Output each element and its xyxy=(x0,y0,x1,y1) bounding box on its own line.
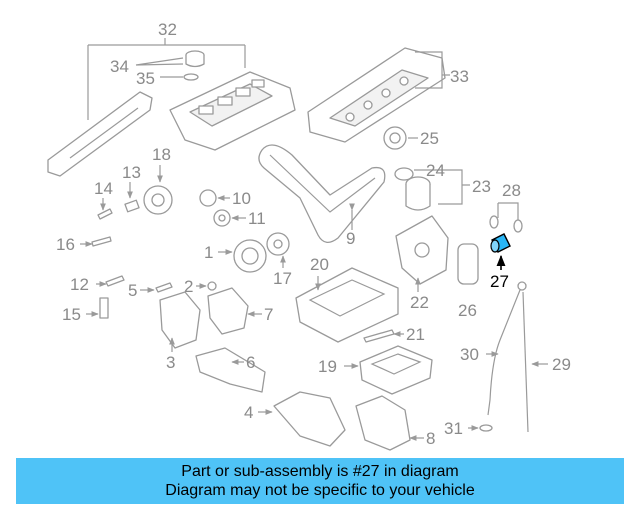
callout-11[interactable]: 11 xyxy=(248,209,266,228)
oil-pan-lower xyxy=(359,345,433,395)
timing-cover-7 xyxy=(207,287,249,335)
callout-16[interactable]: 16 xyxy=(56,235,75,254)
pickup-tube-21 xyxy=(363,329,395,343)
bracket-32 xyxy=(87,38,246,120)
intake-rail-left xyxy=(47,91,153,177)
callout-34[interactable]: 34 xyxy=(110,57,129,76)
part-27-highlighted[interactable] xyxy=(490,233,511,253)
callout-32[interactable]: 32 xyxy=(158,20,177,39)
info-banner: Part or sub-assembly is #27 in diagram D… xyxy=(16,458,624,504)
callout-2[interactable]: 2 xyxy=(184,277,193,296)
pump-housing xyxy=(395,215,449,285)
bracket-4 xyxy=(273,391,346,447)
bolt-5 xyxy=(155,282,173,293)
callout-18[interactable]: 18 xyxy=(152,145,171,164)
dipstick-tube-30 xyxy=(487,289,521,416)
callout-27[interactable]: 27 xyxy=(490,272,509,291)
callout-31[interactable]: 31 xyxy=(444,419,463,438)
oil-pan-upper xyxy=(295,267,399,343)
dipstick-29 xyxy=(517,281,529,433)
callout-20[interactable]: 20 xyxy=(310,255,329,274)
callout-25[interactable]: 25 xyxy=(420,129,439,148)
cam-seal xyxy=(383,126,407,150)
callout-8[interactable]: 8 xyxy=(426,429,435,448)
bolt-14 xyxy=(97,208,113,220)
callout-29[interactable]: 29 xyxy=(552,355,571,374)
callout-23[interactable]: 23 xyxy=(472,177,491,196)
leader-33 xyxy=(415,51,450,89)
callout-10[interactable]: 10 xyxy=(232,189,251,208)
bracket-8 xyxy=(355,395,411,451)
callout-22[interactable]: 22 xyxy=(410,293,429,312)
valve-cover-left xyxy=(169,71,296,151)
callout-19[interactable]: 19 xyxy=(318,357,337,376)
oring-28b xyxy=(513,219,523,233)
callout-6[interactable]: 6 xyxy=(246,353,255,372)
oil-filter-gasket xyxy=(394,167,414,181)
bolt-16 xyxy=(91,236,112,247)
leader-34 xyxy=(135,57,184,66)
callout-13[interactable]: 13 xyxy=(122,163,141,182)
callout-5[interactable]: 5 xyxy=(128,281,137,300)
callout-21[interactable]: 21 xyxy=(406,325,425,344)
valve-cover-right xyxy=(307,47,446,143)
timing-cover-6 xyxy=(195,347,266,393)
tensioner-11 xyxy=(213,209,231,227)
callout-1[interactable]: 1 xyxy=(204,243,213,262)
callout-24[interactable]: 24 xyxy=(426,161,445,180)
callout-30[interactable]: 30 xyxy=(460,345,479,364)
timing-belt xyxy=(258,144,386,243)
filter-element-26 xyxy=(457,243,479,285)
callout-3[interactable]: 3 xyxy=(166,353,175,372)
dipstick-seal-31 xyxy=(479,424,493,432)
callout-33[interactable]: 33 xyxy=(450,67,469,86)
banner-line-2: Diagram may not be specific to your vehi… xyxy=(165,482,475,499)
timing-cover-3 xyxy=(159,291,201,349)
callout-28[interactable]: 28 xyxy=(502,181,521,200)
bracket-28 xyxy=(497,202,519,222)
bracket-23-24 xyxy=(414,169,470,205)
oil-cap xyxy=(185,50,205,68)
oil-filter xyxy=(405,176,431,211)
banner-line-1: Part or sub-assembly is #27 in diagram xyxy=(181,463,459,480)
bolt-12 xyxy=(105,275,125,287)
cam-sprocket xyxy=(143,185,173,215)
callout-14[interactable]: 14 xyxy=(94,179,113,198)
idler-10 xyxy=(199,189,217,207)
bolt-13 xyxy=(124,199,140,213)
bolt-2 xyxy=(207,281,217,291)
exploded-parts-diagram: 32 34 35 33 25 9 24 23 28 xyxy=(47,20,571,451)
callout-26[interactable]: 26 xyxy=(458,301,477,320)
callout-7[interactable]: 7 xyxy=(264,305,273,324)
sensor-15 xyxy=(99,297,109,319)
callout-12[interactable]: 12 xyxy=(70,275,89,294)
oring-28a xyxy=(489,215,499,229)
callout-15[interactable]: 15 xyxy=(62,305,81,324)
callout-17[interactable]: 17 xyxy=(273,269,292,288)
crank-pulley xyxy=(233,239,267,273)
crank-gear xyxy=(266,232,290,256)
oil-cap-seal xyxy=(183,73,199,81)
callout-9[interactable]: 9 xyxy=(346,229,355,248)
callout-4[interactable]: 4 xyxy=(244,403,253,422)
callout-35[interactable]: 35 xyxy=(136,69,155,88)
